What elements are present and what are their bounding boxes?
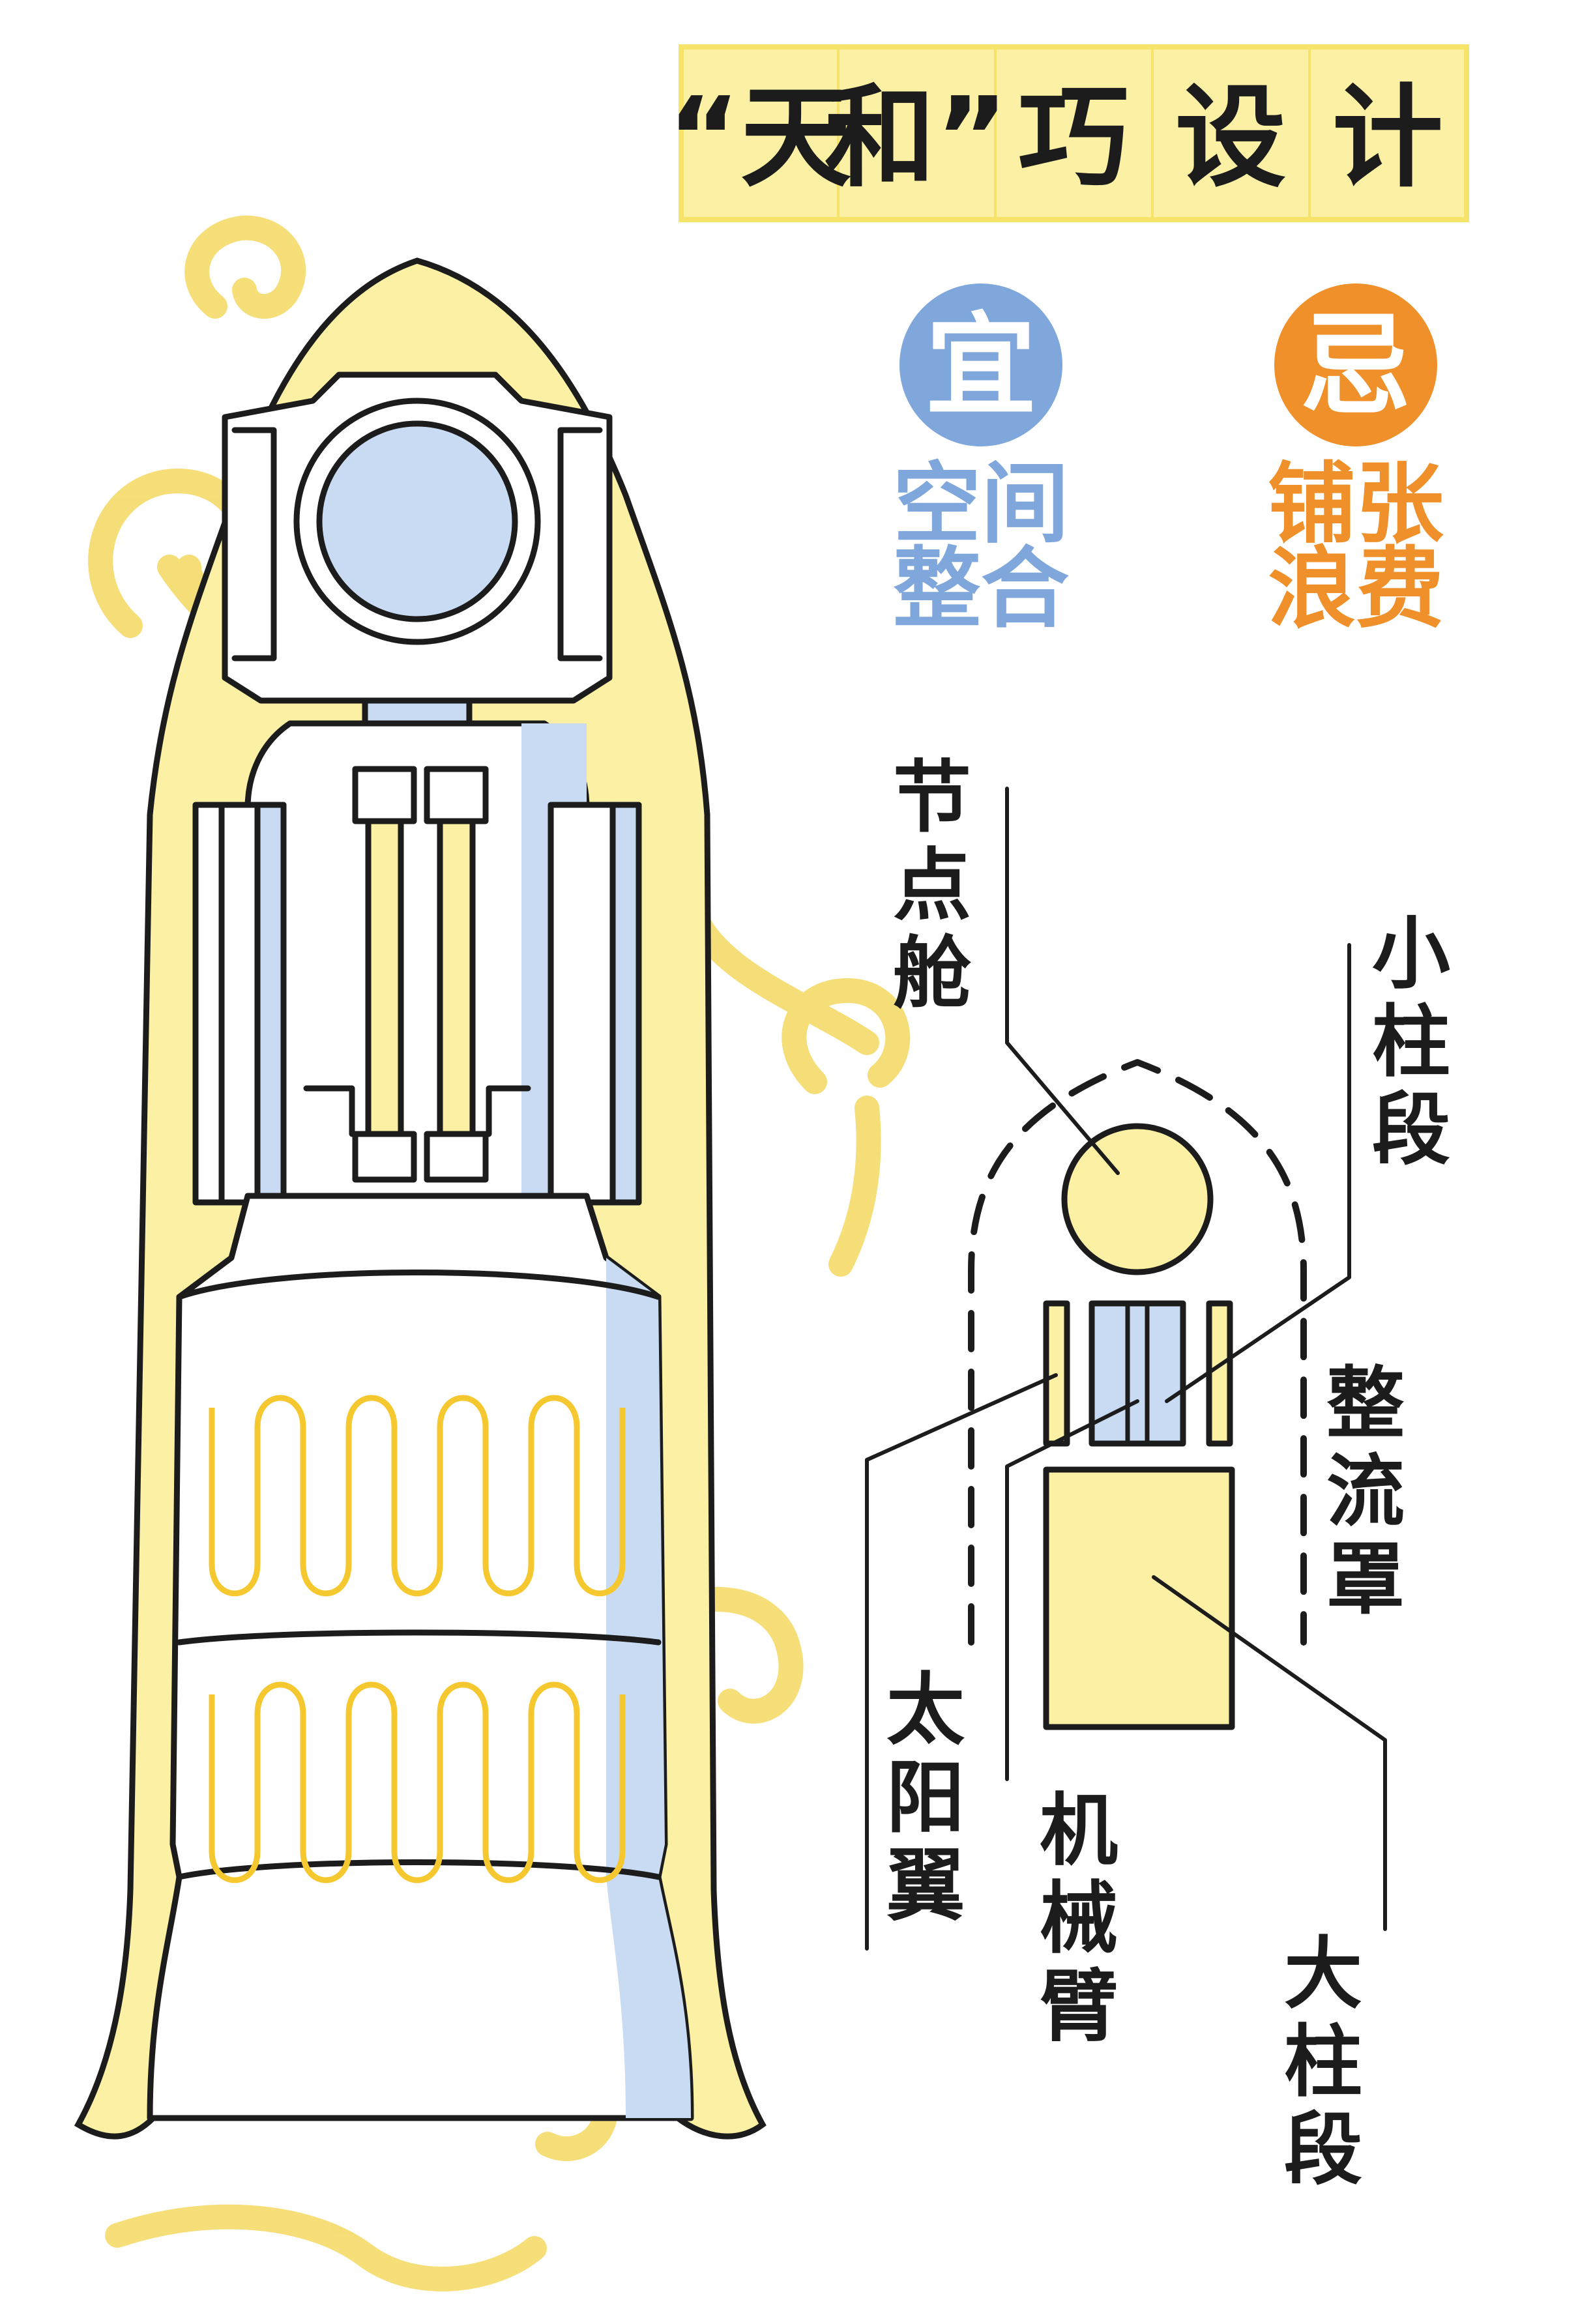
title-char-4: 设 — [1175, 74, 1286, 203]
station-module — [147, 371, 694, 2121]
label-small-column: 小 柱 段 — [1372, 909, 1450, 1176]
label-char: 械 — [1040, 1874, 1118, 1964]
do-text-line1: 空间 — [893, 453, 1069, 555]
leader-large-column — [1152, 1575, 1387, 1931]
schematic-node-cabin — [1061, 1123, 1214, 1275]
label-char: 点 — [893, 841, 971, 931]
label-char: 大 — [1284, 1929, 1362, 2020]
title-char-3: 巧 — [1018, 74, 1129, 203]
label-char: 段 — [1284, 2105, 1362, 2196]
label-char: 阳 — [886, 1753, 965, 1844]
thermal-pipes — [209, 1395, 626, 1883]
do-group: 宜 空间 整合 — [893, 283, 1069, 640]
schematic — [865, 787, 1387, 1951]
dont-badge — [1274, 283, 1437, 446]
label-node-cabin: 节 点 舱 — [893, 753, 971, 1019]
dont-badge-char: 忌 — [1300, 302, 1411, 431]
leader-robot-arm — [1005, 1399, 1139, 1781]
label-char: 整 — [1326, 1359, 1405, 1449]
label-char: 舱 — [893, 929, 971, 1019]
title-char-1: “天 — [667, 74, 851, 203]
leader-solar-wing — [865, 1373, 1058, 1951]
schematic-fairing-outline — [968, 1059, 1307, 1646]
leader-small-column — [1165, 943, 1351, 1403]
label-solar-wing: 太 阳 翼 — [886, 1665, 965, 1932]
schematic-solar-wing-right — [1206, 1300, 1233, 1447]
label-char: 小 — [1372, 909, 1450, 1000]
title-box: “天 和” 巧 设 计 — [667, 44, 1469, 222]
label-char: 柱 — [1372, 997, 1450, 1088]
dont-text-line1: 铺张 — [1268, 453, 1444, 555]
label-char: 段 — [1372, 1085, 1450, 1176]
label-char: 臂 — [1040, 1962, 1118, 2052]
do-badge-char: 宜 — [926, 302, 1036, 431]
schematic-small-column — [1089, 1300, 1186, 1447]
label-robot-arm: 机 械 臂 — [1040, 1786, 1118, 2052]
label-char: 罩 — [1326, 1535, 1405, 1625]
label-char: 翼 — [886, 1841, 965, 1932]
label-char: 流 — [1326, 1447, 1405, 1537]
label-char: 机 — [1040, 1786, 1118, 1876]
label-char: 太 — [886, 1665, 965, 1756]
label-char: 柱 — [1284, 2017, 1362, 2108]
label-large-column: 大 柱 段 — [1284, 1929, 1362, 2196]
title-char-2: 和” — [825, 74, 1008, 203]
dont-group: 忌 铺张 浪费 — [1268, 283, 1444, 640]
dont-text-line2: 浪费 — [1268, 538, 1444, 640]
title-char-5: 计 — [1332, 74, 1443, 203]
label-char: 节 — [893, 753, 971, 843]
do-text-line2: 整合 — [893, 538, 1069, 640]
do-badge — [899, 283, 1062, 446]
label-fairing: 整 流 罩 — [1326, 1359, 1405, 1625]
leader-node-cabin — [1005, 787, 1120, 1175]
schematic-large-column — [1043, 1466, 1235, 1730]
